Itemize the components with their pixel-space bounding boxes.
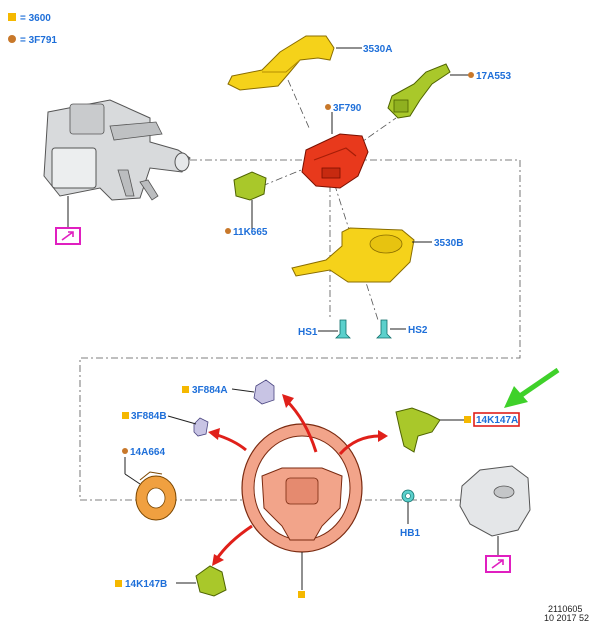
steering-column: [43, 99, 191, 228]
switch-14K147A: [395, 407, 464, 453]
switch-17A553: [387, 63, 470, 119]
marker-3F790: [325, 104, 331, 110]
legend-square-text: = 3600: [20, 13, 51, 24]
switch-housing-3F790: [301, 112, 369, 189]
button-3F884A: [253, 379, 275, 405]
bolt-HB1: [401, 489, 415, 524]
reference-number: 2110605: [548, 604, 582, 614]
screw-HS1: [318, 319, 351, 339]
label-3F884B: 3F884B: [131, 411, 167, 422]
marker-14K147A: [464, 416, 471, 423]
label-3F884A: 3F884A: [192, 385, 228, 396]
label-14K147A[interactable]: 14K147A: [476, 415, 518, 426]
label-HS1: HS1: [298, 327, 318, 338]
label-14K147B: 14K147B: [125, 579, 167, 590]
reference-date: 10 2017 52: [544, 613, 589, 621]
marker-11K665: [225, 228, 231, 234]
legend-square-marker: [8, 13, 16, 21]
legend: = 3600 = 3F791: [8, 13, 57, 46]
legend-dot-marker: [8, 35, 16, 43]
label-3530A: 3530A: [363, 44, 392, 55]
marker-3F884B: [122, 412, 129, 419]
upper-shroud-3530A: [227, 35, 362, 91]
label-HB1: HB1: [400, 528, 420, 539]
marker-3F884A: [182, 386, 189, 393]
label-11K665: 11K665: [233, 227, 268, 238]
callout-box-column[interactable]: [55, 227, 81, 245]
label-3530B: 3530B: [434, 238, 463, 249]
callout-box-airbag[interactable]: [485, 555, 511, 573]
marker-14A664: [122, 448, 128, 454]
clockspring-14A664: [124, 457, 177, 521]
lower-shroud-3530B: [291, 227, 432, 283]
label-17A553: 17A553: [476, 71, 511, 82]
marker-17A553: [468, 72, 474, 78]
button-3F884B: [193, 417, 209, 437]
highlight-box-14K147A: [473, 412, 520, 427]
label-HS2: HS2: [408, 325, 428, 336]
marker-steering-wheel: [298, 591, 305, 598]
marker-14K147B: [115, 580, 122, 587]
steering-wheel: [241, 423, 363, 590]
label-14A664: 14A664: [130, 447, 165, 458]
red-assembly-arrows: [208, 394, 388, 566]
airbag-module: [459, 465, 531, 556]
legend-dot-text: = 3F791: [20, 35, 57, 46]
screw-HS2: [376, 319, 406, 339]
switch-14K147B: [176, 565, 227, 597]
green-pointer-arrow: [504, 367, 560, 408]
label-3F790: 3F790: [333, 103, 362, 114]
switch-11K665: [233, 171, 267, 230]
